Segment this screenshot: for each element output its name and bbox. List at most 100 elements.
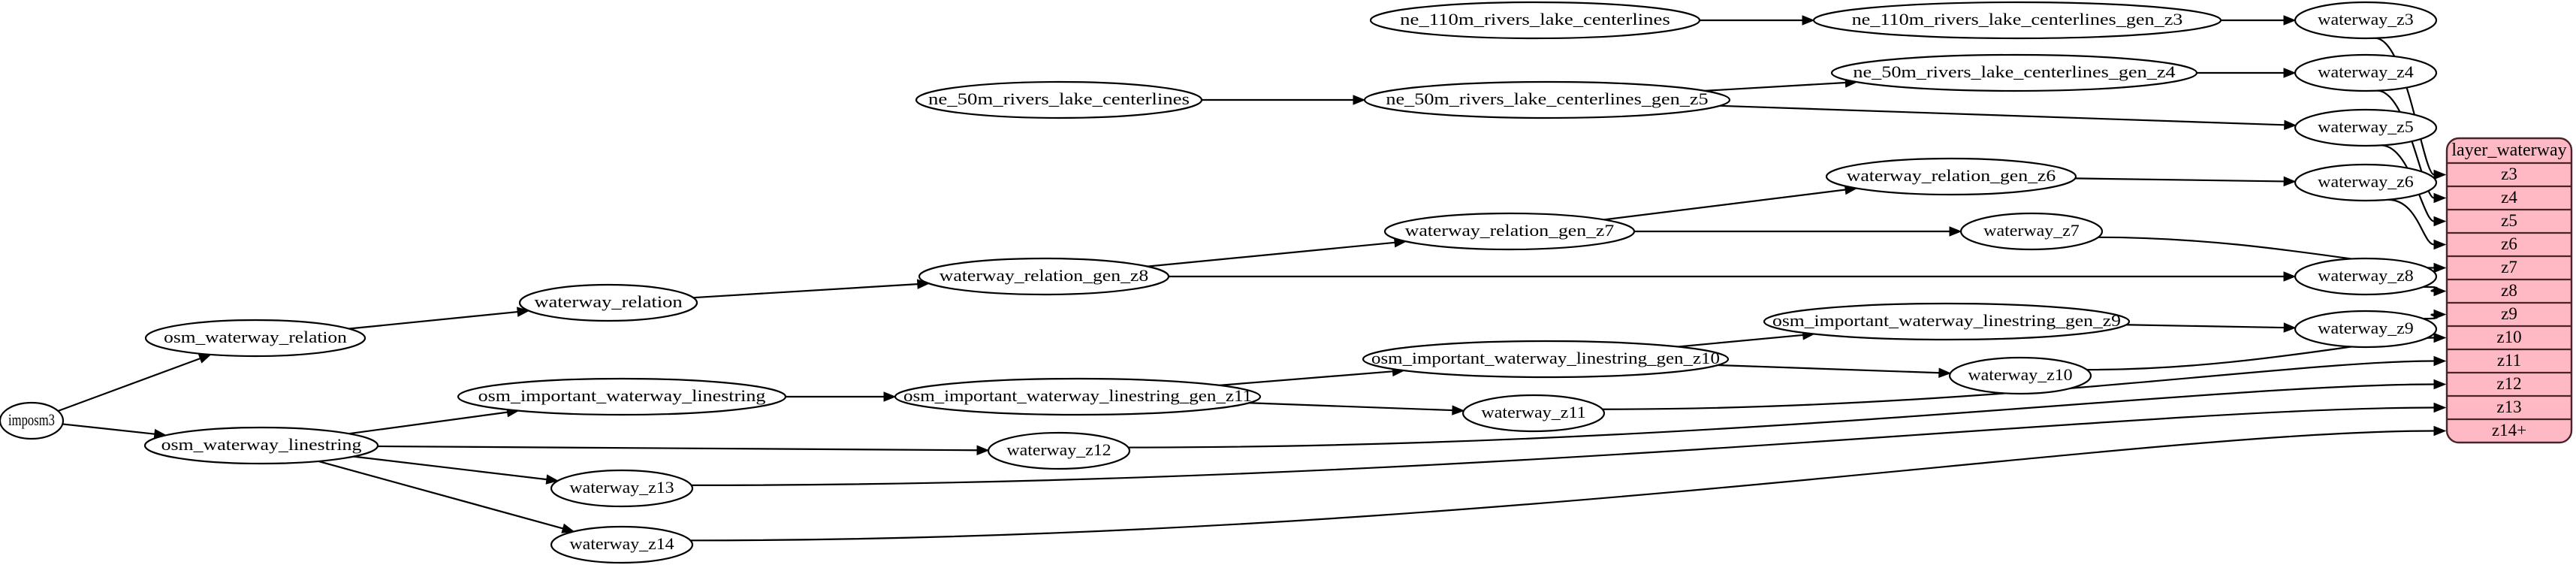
edge-line <box>57 358 201 412</box>
record-row-z14plus[interactable]: z14+ <box>2492 421 2526 440</box>
node-osm_important_waterway_linestring_gen_z9[interactable]: osm_important_waterway_linestring_gen_z9 <box>1763 302 2131 341</box>
node-ellipse <box>0 401 65 440</box>
node-waterway_z11[interactable]: waterway_z11 <box>1461 394 1606 433</box>
record-row-z7[interactable]: z7 <box>2501 258 2517 276</box>
edge-line <box>2075 177 2285 183</box>
record-row-z4[interactable]: z4 <box>2501 188 2517 207</box>
record-row-z9[interactable]: z9 <box>2501 304 2517 323</box>
node-ellipse <box>457 377 787 416</box>
record-row-z13[interactable]: z13 <box>2496 397 2521 416</box>
node-ellipse <box>1948 356 2092 395</box>
edge-waterway_z13-to-layer_waterway-z13 <box>691 402 2447 487</box>
node-osm_important_waterway_linestring[interactable]: osm_important_waterway_linestring <box>457 377 787 416</box>
edge-arrowhead <box>2433 169 2447 180</box>
node-waterway_relation[interactable]: waterway_relation <box>518 283 698 322</box>
edge-waterway_z14-to-layer_waterway-z14+ <box>690 425 2447 542</box>
edge-line <box>1147 241 1395 267</box>
edge-arrowhead <box>2433 355 2447 367</box>
node-waterway_z10[interactable]: waterway_z10 <box>1948 356 2092 395</box>
node-ne_50m_rivers_lake_centerlines_gen_z5[interactable]: ne_50m_rivers_lake_centerlines_gen_z5 <box>1363 80 1731 119</box>
edge-arrowhead <box>2433 192 2447 204</box>
node-osm_waterway_relation[interactable]: osm_waterway_relation <box>144 319 366 358</box>
node-label: ne_50m_rivers_lake_centerlines_gen_z4 <box>1853 62 2175 81</box>
node-waterway_z5[interactable]: waterway_z5 <box>2294 108 2438 147</box>
node-label: imposm3 <box>8 410 55 429</box>
edge-line <box>377 445 978 452</box>
record-background <box>2445 137 2573 444</box>
layer-waterway-record[interactable]: layer_waterway z3 z4 z5 z6 z7 z8 z9 z10 z11 z12 z13… <box>2445 137 2573 444</box>
node-ellipse <box>2294 1 2438 40</box>
node-waterway_z13[interactable]: waterway_z13 <box>550 469 694 508</box>
edge-line <box>1602 360 2435 410</box>
edge-arrowhead <box>1802 15 1815 26</box>
edge-line <box>1128 383 2435 449</box>
edge-arrowhead <box>2433 309 2447 320</box>
node-waterway_z7[interactable]: waterway_z7 <box>1959 212 2104 251</box>
node-osm_important_waterway_linestring_gen_z11[interactable]: osm_important_waterway_linestring_gen_z1… <box>894 377 1262 416</box>
record-row-z6[interactable]: z6 <box>2501 234 2517 253</box>
node-label: waterway_z10 <box>1968 365 2072 384</box>
node-ne_110m_rivers_lake_centerlines_gen_z3[interactable]: ne_110m_rivers_lake_centerlines_gen_z3 <box>1812 1 2222 40</box>
node-label: osm_important_waterway_linestring_gen_z1… <box>903 386 1252 405</box>
edge-line <box>691 406 2435 487</box>
record-layer_waterway[interactable]: layer_waterway z3 z4 z5 z6 z7 z8 z9 z10 z11 z12 z13… <box>2445 137 2573 444</box>
record-title: layer_waterway <box>2451 140 2566 160</box>
edge-line <box>318 460 563 530</box>
node-osm_important_waterway_linestring_gen_z10[interactable]: osm_important_waterway_linestring_gen_z1… <box>1362 340 1730 379</box>
edge-arrowhead <box>2433 332 2447 343</box>
node-waterway_relation_gen_z8[interactable]: waterway_relation_gen_z8 <box>918 257 1170 296</box>
node-label: waterway_z13 <box>569 478 674 497</box>
node-waterway_z6[interactable]: waterway_z6 <box>2294 163 2438 202</box>
node-label: waterway_z4 <box>2318 62 2414 81</box>
edge-ne_50m_rivers_lake_centerlines-to-ne_50m_rivers_lake_centerlines_gen_z5 <box>1202 95 1366 105</box>
edge-arrowhead <box>2433 216 2447 227</box>
node-waterway_z12[interactable]: waterway_z12 <box>987 431 1131 470</box>
edge-line <box>348 411 508 435</box>
edge-imposm3-to-osm_waterway_relation <box>57 353 212 412</box>
node-waterway_z4[interactable]: waterway_z4 <box>2294 53 2438 92</box>
edge-waterway_relation_gen_z7-to-waterway_z7 <box>1634 226 1962 237</box>
record-row-z3[interactable]: z3 <box>2501 165 2517 183</box>
edge-osm_important_waterway_linestring_gen_z10-to-osm_important_waterway_linestring_gen_z9 <box>1678 330 1815 348</box>
record-row-z8[interactable]: z8 <box>2501 281 2517 300</box>
node-ellipse <box>550 469 694 508</box>
node-waterway_z14[interactable]: waterway_z14 <box>550 525 694 564</box>
edge-osm_waterway_linestring-to-waterway_z12 <box>377 445 990 456</box>
record-row-z11[interactable]: z11 <box>2497 351 2521 370</box>
node-ellipse <box>1383 212 1636 251</box>
node-ne_50m_rivers_lake_centerlines_gen_z4[interactable]: ne_50m_rivers_lake_centerlines_gen_z4 <box>1830 53 2198 92</box>
edge-arrowhead <box>561 523 575 533</box>
edge-ne_50m_rivers_lake_centerlines_gen_z5-to-waterway_z5 <box>1719 104 2297 131</box>
edge-waterway_relation_gen_z6-to-waterway_z6 <box>2075 176 2297 187</box>
edge-line <box>2375 37 2435 176</box>
record-row-z10[interactable]: z10 <box>2496 328 2521 346</box>
node-waterway_z8[interactable]: waterway_z8 <box>2294 257 2438 296</box>
node-label: ne_110m_rivers_lake_centerlines_gen_z3 <box>1852 10 2183 29</box>
edge-line <box>2387 198 2435 246</box>
node-ellipse <box>1959 212 2104 251</box>
edge-line <box>2126 324 2285 329</box>
edge-arrowhead <box>1353 95 1366 105</box>
node-label: waterway_z6 <box>2318 172 2414 191</box>
node-ellipse <box>2294 53 2438 92</box>
edge-line <box>1678 334 1803 348</box>
edge-osm_waterway_relation-to-waterway_relation <box>348 307 530 330</box>
record-row-z5[interactable]: z5 <box>2501 211 2517 230</box>
node-waterway_relation_gen_z6[interactable]: waterway_relation_gen_z6 <box>1825 157 2077 196</box>
node-waterway_z9[interactable]: waterway_z9 <box>2294 310 2438 349</box>
node-ellipse <box>2294 310 2438 349</box>
node-ne_50m_rivers_lake_centerlines[interactable]: ne_50m_rivers_lake_centerlines <box>915 80 1203 119</box>
node-label: waterway_relation_gen_z7 <box>1405 221 1614 240</box>
record-row-z12[interactable]: z12 <box>2496 374 2521 393</box>
node-imposm3[interactable]: imposm3 <box>0 401 65 440</box>
edge-arrowhead <box>2283 271 2297 282</box>
edge-ne_110m_rivers_lake_centerlines-to-ne_110m_rivers_lake_centerlines_gen_z3 <box>1700 15 1815 26</box>
edge-line <box>1704 81 1846 92</box>
node-ellipse <box>1369 1 1701 40</box>
node-label: waterway_z5 <box>2318 117 2414 136</box>
node-waterway_relation_gen_z7[interactable]: waterway_relation_gen_z7 <box>1383 212 1636 251</box>
node-ne_110m_rivers_lake_centerlines[interactable]: ne_110m_rivers_lake_centerlines <box>1369 1 1701 40</box>
node-waterway_z3[interactable]: waterway_z3 <box>2294 1 2438 40</box>
node-osm_waterway_linestring[interactable]: osm_waterway_linestring <box>143 426 379 465</box>
node-label: waterway_z12 <box>1006 440 1111 459</box>
